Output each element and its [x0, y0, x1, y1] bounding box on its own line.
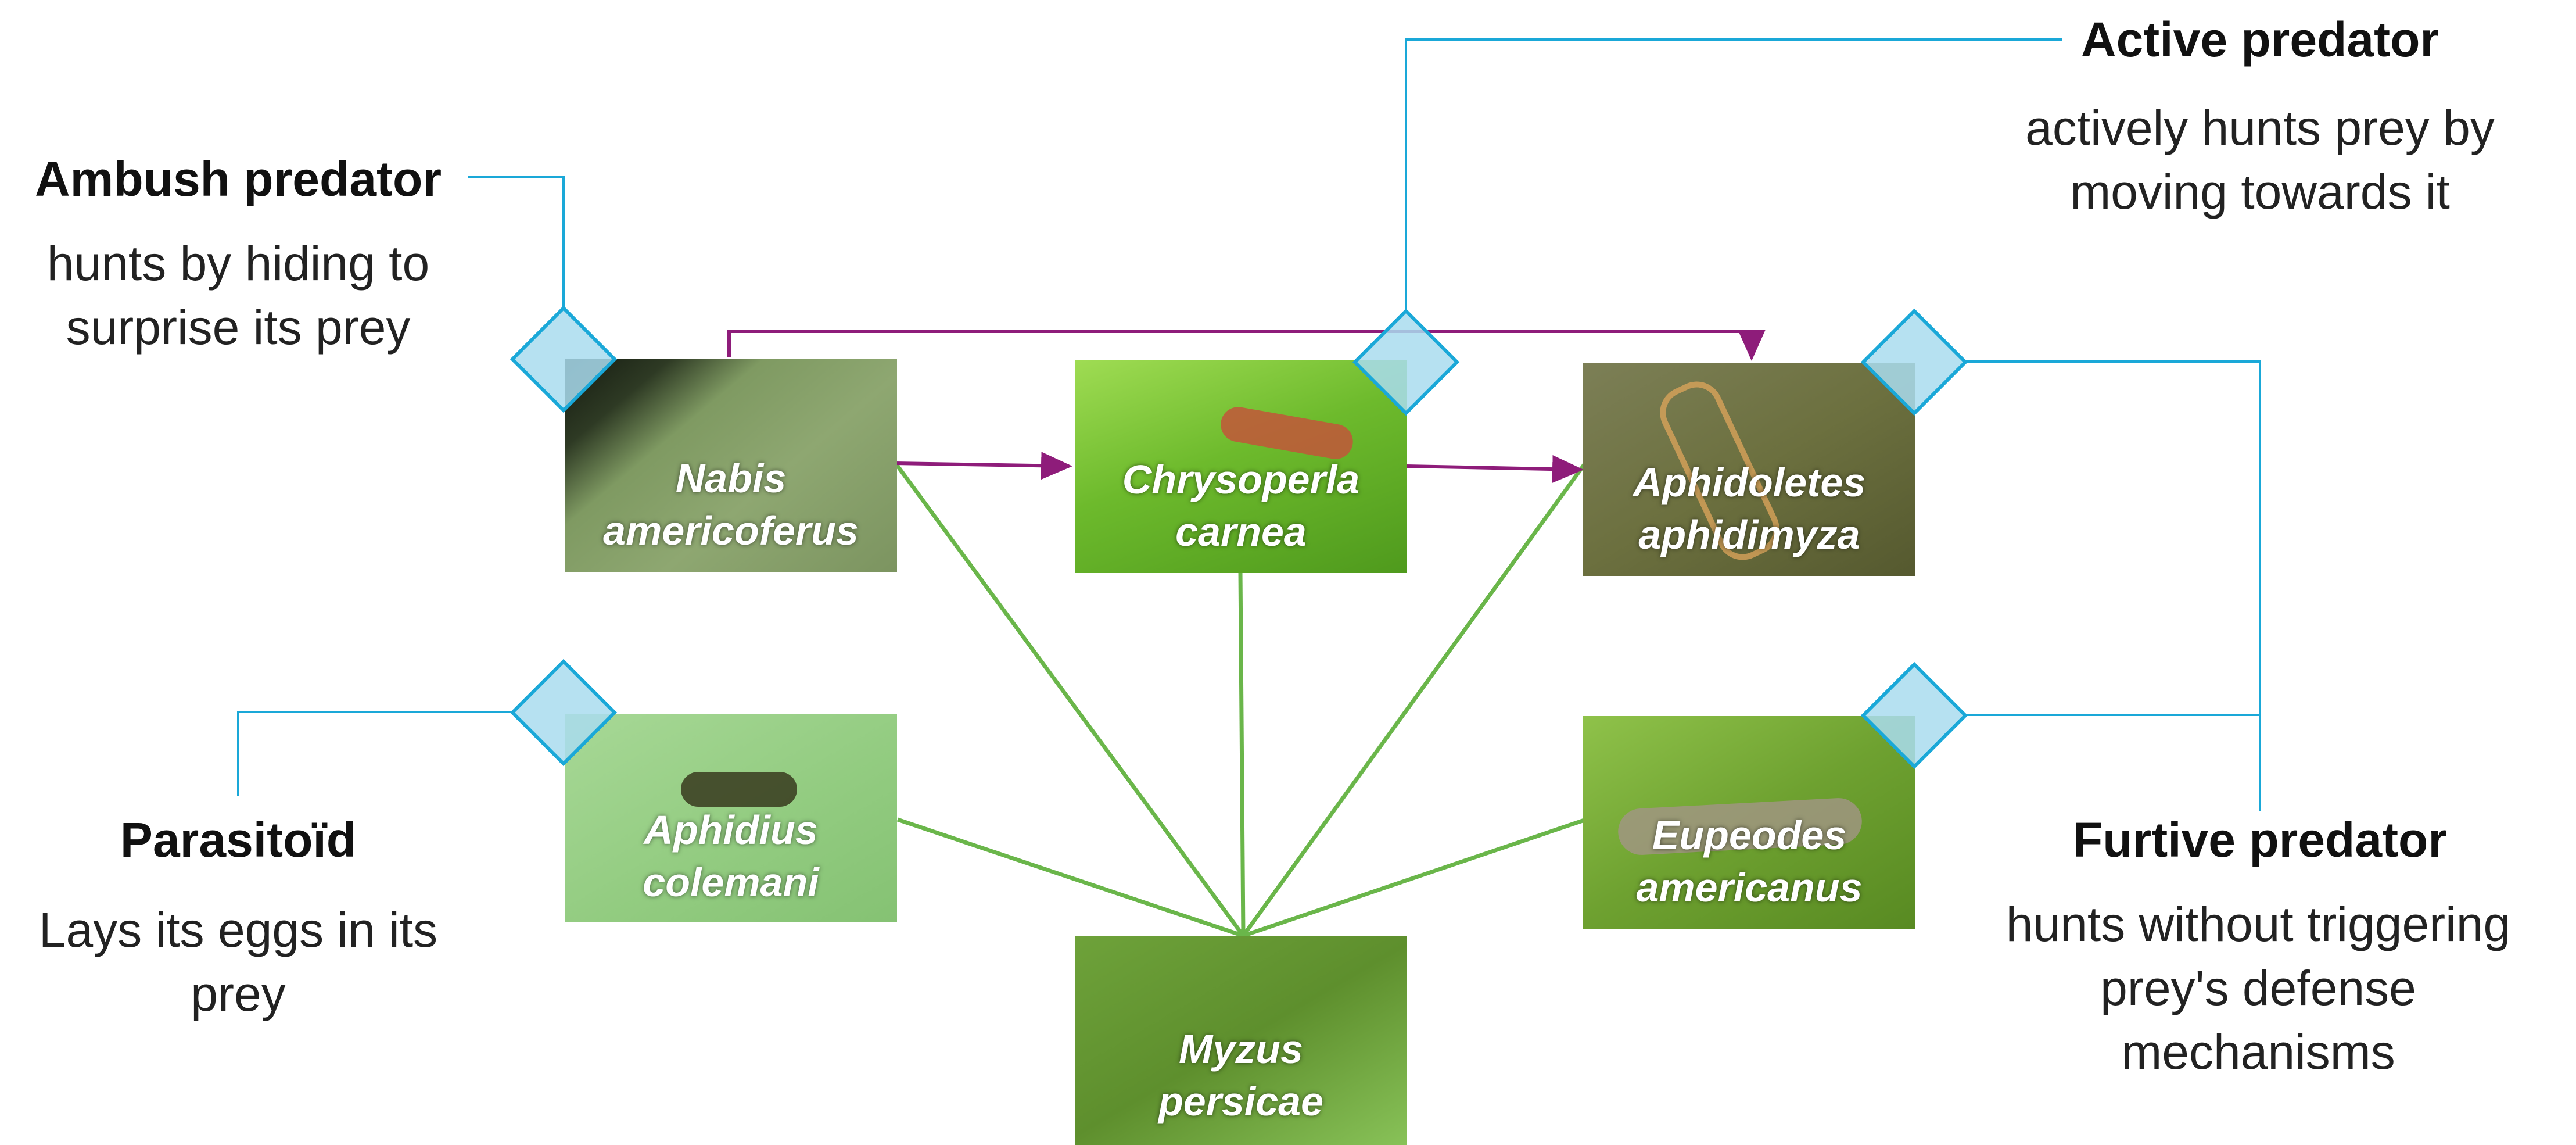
category-title-parasitoid: Parasitoïd [12, 811, 465, 869]
marker-nabis [512, 308, 615, 410]
desc-line: prey [12, 962, 465, 1026]
desc-line: hunts without triggering [1940, 892, 2576, 956]
category-title-furtive: Furtive predator [1969, 811, 2550, 869]
category-desc-furtive: hunts without triggering prey's defense … [1940, 892, 2576, 1084]
desc-line: mechanisms [1940, 1020, 2576, 1084]
category-title-ambush: Ambush predator [12, 150, 465, 208]
category-desc-parasitoid: Lays its eggs in its prey [12, 898, 465, 1026]
desc-line: surprise its prey [12, 295, 465, 359]
marker-eupeodes [1863, 664, 1965, 767]
desc-line: actively hunts prey by [1969, 96, 2550, 160]
desc-line: moving towards it [1969, 160, 2550, 224]
desc-line: prey's defense [1940, 956, 2576, 1020]
marker-aphidoletes [1863, 311, 1965, 413]
category-desc-ambush: hunts by hiding to surprise its prey [12, 231, 465, 359]
category-desc-active: actively hunts prey by moving towards it [1969, 96, 2550, 224]
marker-chrysoperla [1355, 311, 1457, 413]
marker-aphidius [512, 661, 615, 764]
desc-line: hunts by hiding to [12, 231, 465, 295]
desc-line: Lays its eggs in its [12, 898, 465, 962]
category-title-active: Active predator [1969, 10, 2550, 69]
